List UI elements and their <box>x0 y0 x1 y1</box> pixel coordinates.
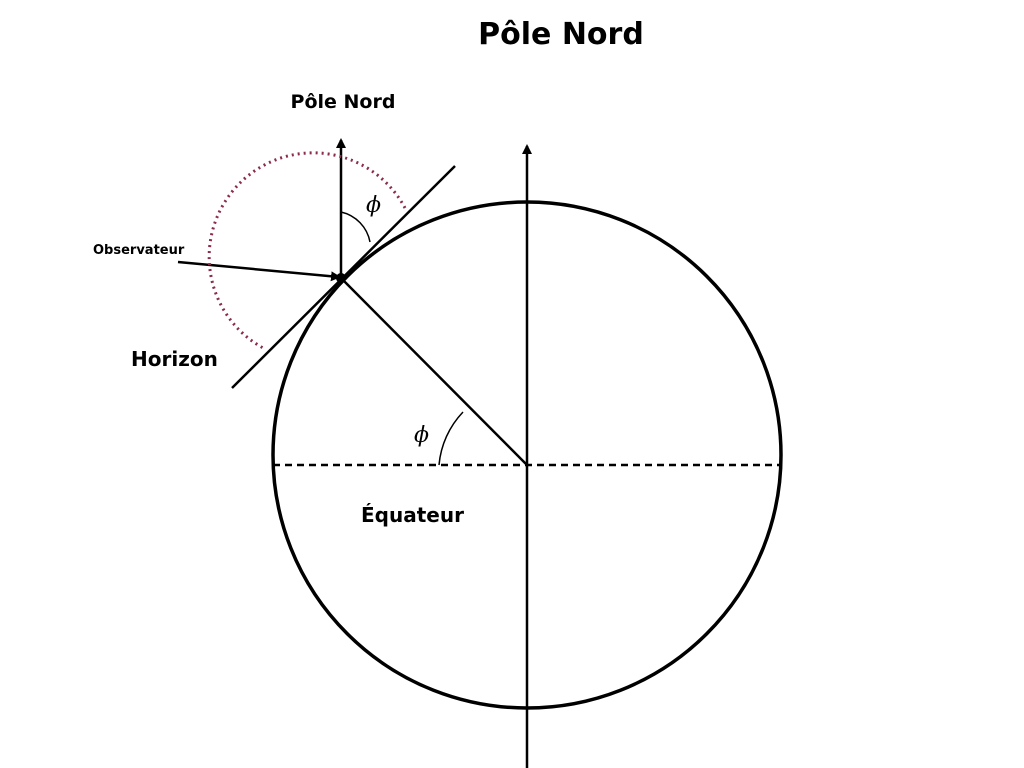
observer-pole-label: Pôle Nord <box>291 91 396 113</box>
equator-label: Équateur <box>361 503 464 527</box>
angle-arc-center <box>438 411 464 466</box>
angle-label-observer: ϕ <box>366 193 381 218</box>
observer-label: Observateur <box>93 243 185 258</box>
observer-point <box>336 273 346 283</box>
observer-pointer-arrow <box>177 260 341 282</box>
observer-radius <box>340 277 528 466</box>
horizon-label: Horizon <box>131 347 218 371</box>
diagram-title: Pôle Nord <box>478 17 644 52</box>
angle-label-center: ϕ <box>414 423 429 448</box>
angle-arc-observer <box>340 211 371 243</box>
